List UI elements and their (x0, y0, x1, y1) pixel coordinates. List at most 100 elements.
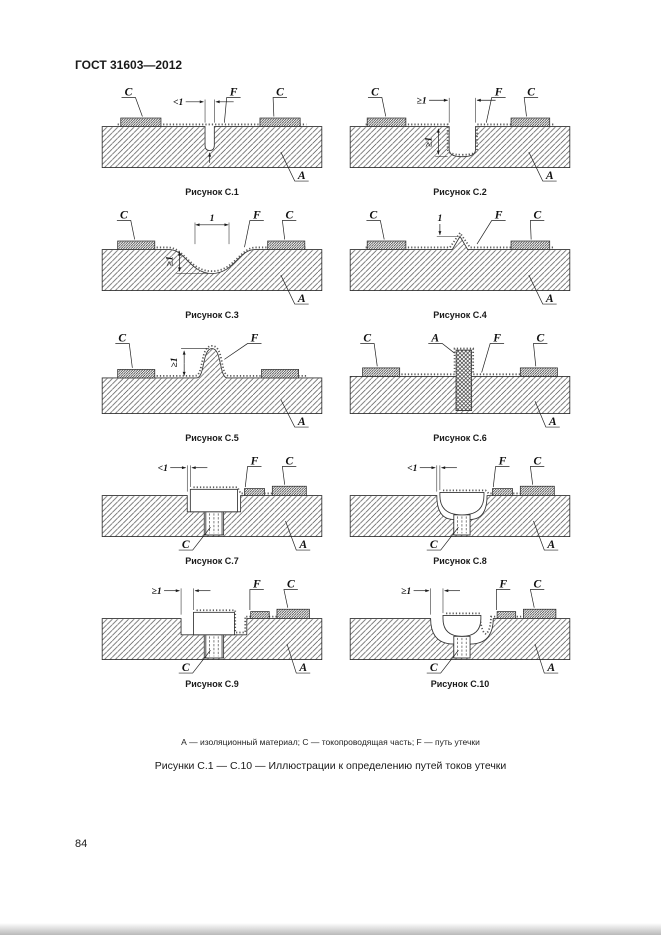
label-text: C (430, 538, 438, 551)
leader-line (530, 220, 545, 240)
insulation-section (349, 126, 571, 168)
label-f: F (224, 86, 241, 123)
label-c-screw: C (178, 650, 211, 674)
extension-lines (180, 588, 194, 615)
label-text: C (285, 209, 293, 222)
creepage-path-line (365, 123, 555, 156)
label-c-screw: C (178, 527, 211, 551)
figure-c8-drawing: <1 F C C A (349, 455, 571, 551)
leader-line (249, 589, 264, 611)
leader-line (224, 97, 241, 123)
dimension-text: <1 (407, 463, 417, 474)
leader-line (115, 343, 133, 369)
leader-line (285, 521, 311, 551)
label-a: A (285, 521, 311, 551)
label-c-right: C (283, 578, 298, 609)
label-text: F (494, 86, 503, 99)
conductor-right (519, 486, 555, 497)
label-text: C (285, 455, 293, 468)
leader-line (224, 343, 262, 360)
conductor-right (259, 117, 301, 127)
label-f: F (495, 578, 511, 611)
label-text: F (229, 86, 238, 99)
label-c-left: C (360, 332, 378, 367)
conductor-rim-plate (496, 611, 517, 620)
label-c-right: C (281, 455, 297, 485)
label-text: A (430, 332, 439, 345)
dimension-groove-width: 1 (194, 213, 230, 245)
label-text: F (498, 578, 507, 591)
insulation-section (101, 249, 323, 292)
conductor-right (271, 486, 307, 497)
label-c-right: C (530, 209, 545, 240)
figure-legend: А — изоляционный материал; С — токопрово… (181, 737, 480, 747)
label-c-left: C (367, 86, 387, 117)
extension-lines (430, 588, 444, 615)
creepage-path-line (196, 609, 307, 634)
label-text: C (182, 661, 190, 674)
rivet-dome-head (439, 492, 485, 516)
figure-c1-drawing: <1 C F C A (101, 86, 323, 182)
page-number: 84 (75, 838, 88, 850)
label-a: A (528, 274, 557, 305)
conductor-right (261, 369, 299, 379)
label-a: A (533, 521, 559, 551)
leader-line (534, 401, 560, 428)
figure-c3-drawing: 1 ≥1 C F C (101, 209, 323, 305)
leader-line (121, 97, 143, 117)
figure-caption: Рисунок С.3 (185, 310, 239, 321)
dimension-text: ≥1 (423, 137, 434, 147)
leader-line (178, 650, 211, 674)
label-c-right: C (281, 209, 297, 240)
label-text: C (371, 86, 379, 99)
dimension-gap: <1 (158, 463, 208, 492)
label-f: F (476, 209, 506, 245)
dimension-text: ≥1 (152, 586, 162, 597)
label-text: A (546, 538, 555, 551)
label-text: C (125, 86, 133, 99)
label-text: C (363, 332, 371, 345)
label-text: F (252, 209, 261, 222)
conductor-rim-plate (250, 611, 270, 620)
label-text: C (527, 86, 535, 99)
label-text: A (297, 292, 306, 305)
label-f: F (481, 332, 505, 373)
label-a-barrier: A (428, 332, 455, 354)
figure-c6-drawing: C A F C A (349, 332, 571, 428)
label-text: F (492, 332, 501, 345)
leader-line (476, 220, 506, 245)
dimension-groove-width: <1 (173, 97, 234, 123)
leader-line (281, 466, 297, 485)
label-f: F (485, 86, 506, 123)
label-text: A (545, 292, 554, 305)
leader-line (366, 220, 385, 240)
figure-c6: C A F C A Рисунок С.6 (344, 330, 576, 443)
leader-line (426, 527, 459, 551)
leader-line (360, 343, 378, 367)
leader-line (534, 644, 559, 674)
label-a: A (534, 401, 560, 428)
conductor-left (366, 240, 407, 250)
document-header: ГОСТ 31603—2012 (75, 58, 183, 72)
figure-c9-drawing: ≥1 F C C A (101, 578, 323, 674)
label-text: F (250, 455, 259, 468)
extension-lines (186, 465, 191, 492)
label-c-right: C (523, 86, 539, 117)
conductor-left (366, 117, 407, 127)
leader-line (280, 274, 309, 305)
leader-line (485, 97, 506, 123)
label-text: C (533, 578, 541, 591)
figure-c8: <1 F C C A Рисунок С.8 (344, 453, 576, 566)
figure-c7: <1 F C C A Рисунок С.7 (96, 453, 328, 566)
label-text: C (182, 538, 190, 551)
leader-line (272, 97, 288, 117)
extension-lines (448, 97, 476, 123)
label-text: C (370, 209, 378, 222)
creepage-path-line (365, 231, 555, 249)
label-c-left: C (121, 86, 143, 117)
figure-caption: Рисунок С.8 (433, 556, 487, 567)
dimension-text: ≥1 (417, 95, 427, 106)
rivet-dome-head (442, 615, 482, 638)
label-text: A (297, 415, 306, 428)
extension-lines (194, 222, 230, 245)
